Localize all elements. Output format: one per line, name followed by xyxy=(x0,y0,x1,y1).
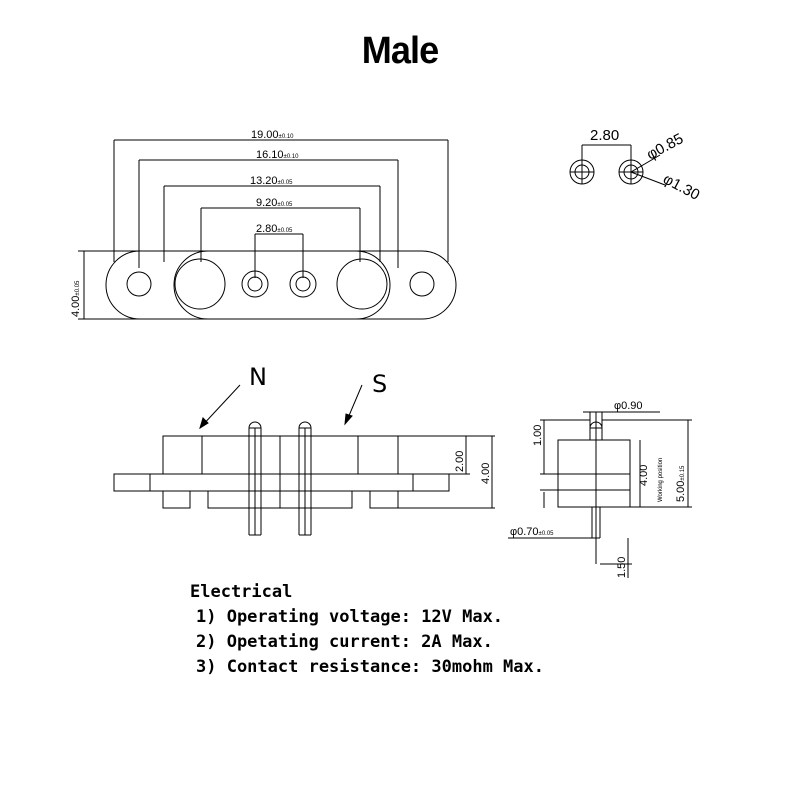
spec-resistance: 3) Contact resistance: 30mohm Max. xyxy=(196,657,544,677)
dim-pin-diameter: φ0.90 xyxy=(614,400,643,412)
end-view xyxy=(508,411,692,578)
dim-mount-pitch: 16.10±0.10 xyxy=(256,149,299,161)
top-view-dimensions: 19.00±0.10 16.10±0.10 13.20±0.05 9.20±0.… xyxy=(70,129,299,317)
dim-body: 4.00 xyxy=(638,465,650,486)
electrical-specs: Electrical 1) Operating voltage: 12V Max… xyxy=(190,580,544,680)
dim-inner-diameter: φ0.85 xyxy=(644,130,686,163)
side-view xyxy=(113,384,495,536)
dim-pin-detail-pitch: 2.80 xyxy=(590,127,619,144)
dim-top: 1.00 xyxy=(532,425,544,446)
dim-tail: 1.50 xyxy=(616,557,628,578)
dim-inner-pitch: 9.20±0.05 xyxy=(256,197,293,209)
dim-height: 4.00±0.05 xyxy=(70,280,82,317)
dim-total-height: 5.00±0.15 xyxy=(675,465,687,502)
dim-upper: 2.00 xyxy=(454,451,466,472)
working-position-label: Working position xyxy=(658,458,664,502)
pin-detail-dimensions: 2.80 φ0.85 φ1.30 xyxy=(590,127,702,204)
pin-detail-view xyxy=(569,144,666,186)
label-s: S xyxy=(372,370,387,398)
spec-current: 2) Opetating current: 2A Max. xyxy=(196,632,493,652)
diagram-title: Male xyxy=(361,30,439,72)
end-view-dimensions: φ0.90 1.00 4.00 Working position 5.00±0.… xyxy=(510,400,687,578)
label-n: N xyxy=(249,363,267,391)
side-view-labels: N S 2.00 4.00 xyxy=(249,363,492,484)
spec-voltage: 1) Operating voltage: 12V Max. xyxy=(196,607,504,627)
dim-total: 4.00 xyxy=(480,463,492,484)
dim-overall: 19.00±0.10 xyxy=(251,129,294,141)
dim-pin-pitch: 2.80±0.05 xyxy=(256,223,293,235)
dim-bottom-diameter: φ0.70±0.05 xyxy=(510,526,554,538)
electrical-heading: Electrical xyxy=(190,582,293,602)
dim-outer-pitch: 13.20±0.05 xyxy=(250,175,293,187)
top-view xyxy=(78,139,457,320)
dim-outer-diameter: φ1.30 xyxy=(660,171,702,204)
